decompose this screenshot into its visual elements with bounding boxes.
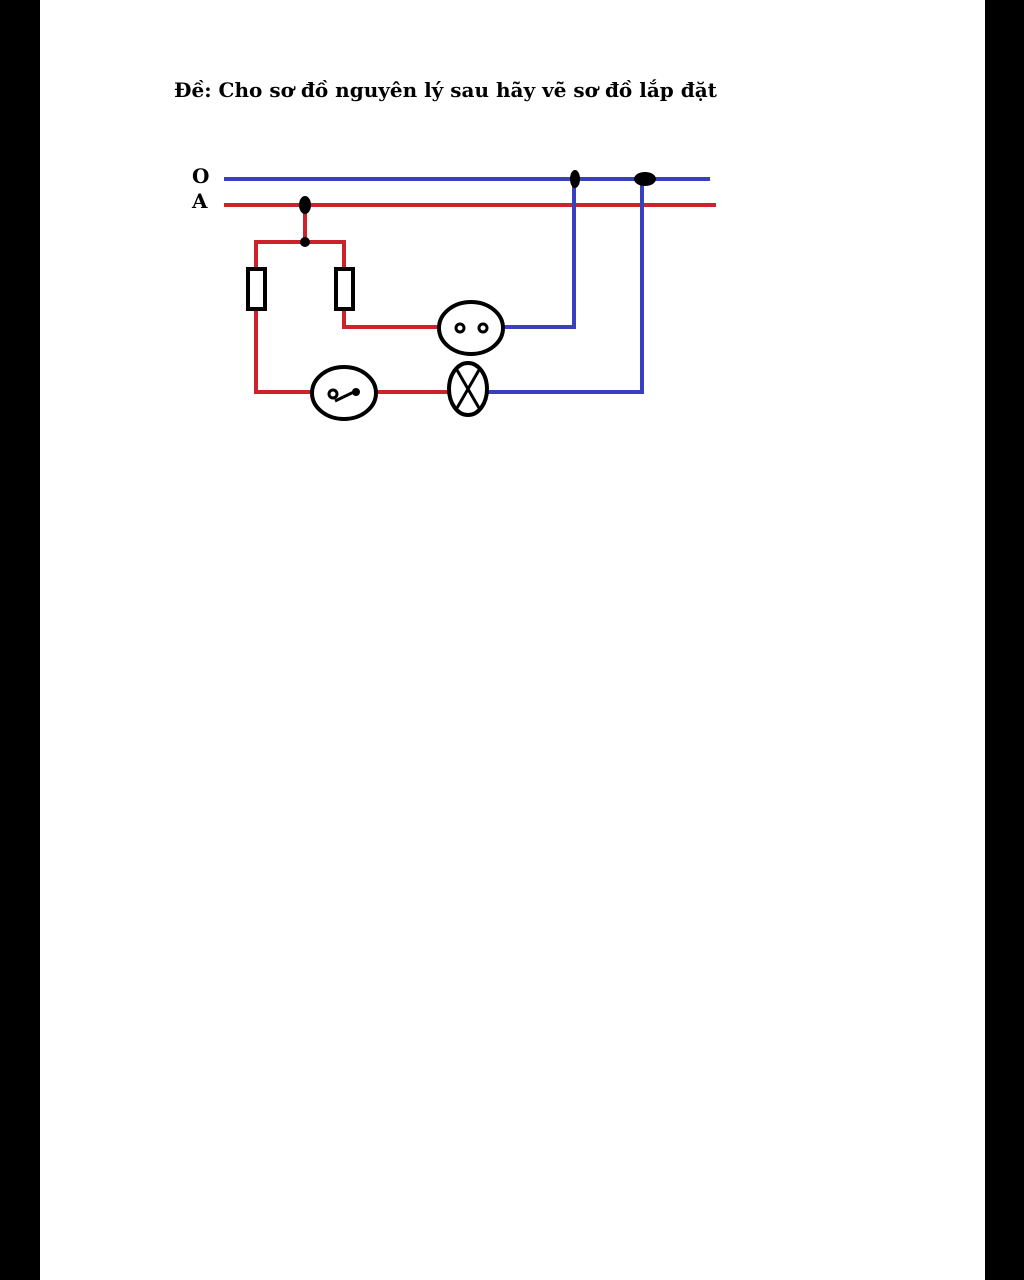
socket-symbol	[437, 300, 505, 356]
phase-junction-dot	[299, 196, 311, 214]
fuse-junction-wire	[254, 240, 346, 271]
page-title: Đề: Cho sơ đồ nguyên lý sau hãy vẽ sơ đồ…	[174, 78, 717, 102]
fuse-left	[246, 267, 267, 311]
circuit-diagram: O A	[191, 164, 716, 421]
socket-neutral-wire	[502, 177, 576, 329]
neutral-junction-dot-2	[634, 172, 656, 186]
lamp-symbol	[447, 361, 489, 417]
lamp-neutral-wire	[485, 177, 644, 394]
document-page: Đề: Cho sơ đồ nguyên lý sau hãy vẽ sơ đồ…	[40, 0, 985, 1280]
neutral-junction-dot-1	[570, 170, 580, 188]
fuse-right	[334, 267, 355, 311]
fuse-junction-dot	[300, 237, 310, 247]
neutral-label: O	[192, 164, 209, 188]
switch-phase-wire	[254, 307, 314, 394]
phase-label: A	[191, 189, 208, 213]
socket-phase-wire	[342, 307, 447, 329]
switch-symbol	[310, 365, 378, 421]
